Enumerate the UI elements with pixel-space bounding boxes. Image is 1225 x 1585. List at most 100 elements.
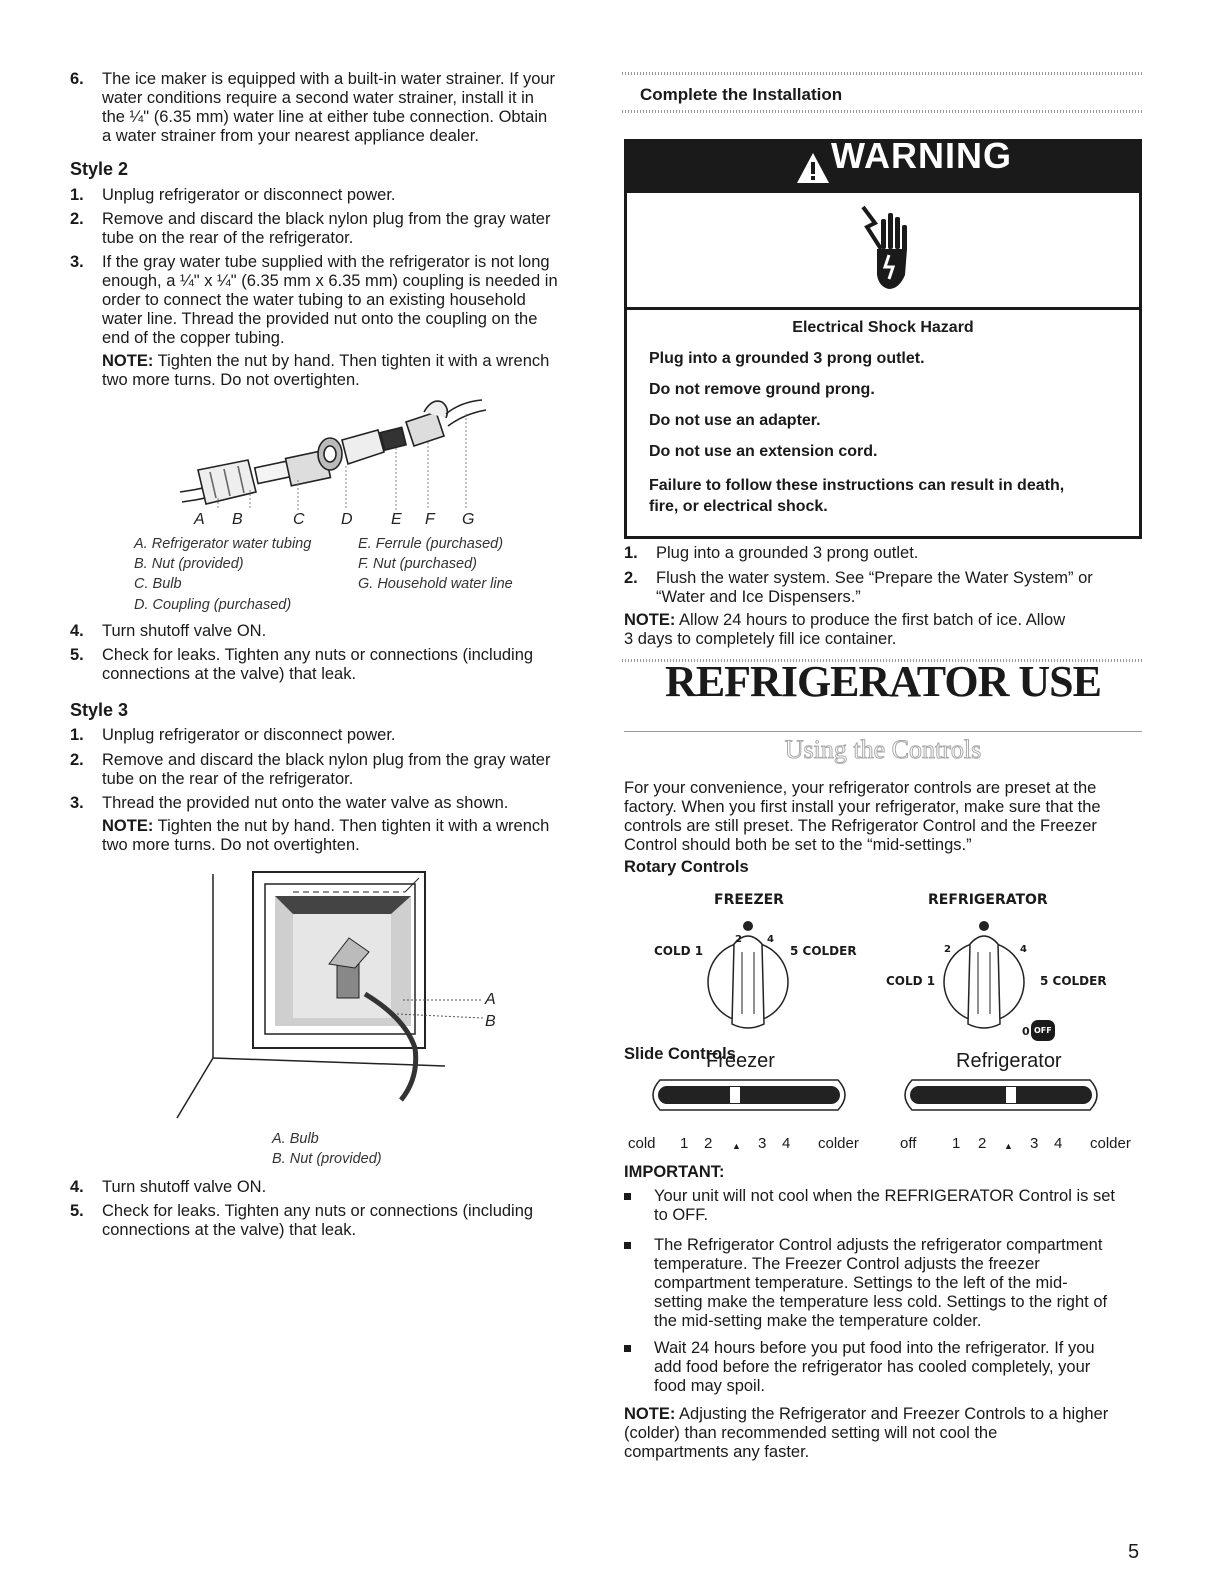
text-line: Remove and discard the black nylon plug … [102, 210, 551, 228]
text-line: Your unit will not cool when the REFRIGE… [654, 1187, 1115, 1205]
scale-label: colder [1090, 1135, 1131, 1152]
refrigerator-slider[interactable] [898, 1078, 1104, 1112]
scale-label: 2 [978, 1135, 987, 1152]
step-number: 4. [70, 622, 84, 640]
step-number: 1. [70, 726, 84, 744]
text-line: controls are still preset. The Refrigera… [624, 817, 1097, 835]
diagram-letter: F [425, 511, 435, 528]
freezer-dial-colder: 5 COLDER [790, 944, 857, 958]
water-valve-diagram [176, 871, 484, 1119]
legend-item: A. Refrigerator water tubing [134, 536, 312, 552]
text-line: If the gray water tube supplied with the… [102, 253, 550, 271]
refrigerator-slider-thumb [1006, 1087, 1016, 1103]
warning-failure: Failure to follow these instructions can… [649, 477, 1065, 494]
intro-paragraph: For your convenience, your refrigerator … [624, 779, 1154, 855]
freezer-slider[interactable] [646, 1078, 852, 1112]
freezer-dial-label: FREEZER [714, 892, 784, 908]
diagram-letter: G [462, 511, 475, 528]
text-line: food may spoil. [654, 1377, 765, 1395]
legend-item: F. Nut (purchased) [358, 556, 478, 572]
step-number: 4. [70, 1178, 84, 1196]
bullet-marker [624, 1193, 631, 1200]
legend-item: G. Household water line [358, 576, 513, 592]
using-controls-title: Using the Controls [784, 735, 982, 764]
section-heading-style3: Style 3 [70, 700, 129, 720]
electrical-shock-hand-icon [861, 205, 907, 289]
warning-triangle-icon [797, 153, 829, 183]
coupling-diagram [179, 399, 487, 510]
note-label: NOTE: [624, 611, 676, 629]
slide-controls-heading: Slide Controls [624, 1045, 736, 1063]
step-text: Plug into a grounded 3 prong outlet. [656, 544, 919, 562]
scale-label: colder [818, 1135, 859, 1152]
step-number: 5. [70, 1202, 84, 1220]
text-line: setting make the temperature less cold. … [654, 1293, 1108, 1311]
scale-label: 3 [1030, 1135, 1039, 1152]
freezer-dial-cold: COLD 1 [654, 944, 704, 958]
legend-item: D. Coupling (purchased) [134, 597, 292, 613]
warning-icon-area [627, 193, 1139, 310]
step-text: Thread the provided nut onto the water v… [102, 794, 509, 812]
scale-label: 1 [680, 1135, 689, 1152]
note-text: Allow 24 hours to produce the first batc… [675, 611, 1066, 629]
bullet-marker [624, 1345, 631, 1352]
text-line: the ¼" (6.35 mm) water line at either tu… [102, 108, 548, 126]
divider [622, 72, 1142, 75]
diagram-letter: A [194, 511, 205, 528]
refrigerator-slider-label: Refrigerator [956, 1050, 1062, 1072]
text-line: Remove and discard the black nylon plug … [102, 751, 551, 769]
note: NOTE: Tighten the nut by hand. Then tigh… [102, 352, 558, 371]
diagram-letter: C [293, 511, 305, 528]
text-line: tube on the rear of the refrigerator. [102, 229, 354, 247]
note-text: two more turns. Do not overtighten. [102, 836, 360, 854]
freezer-dial-tick: 2 [735, 934, 742, 945]
warning-failure: fire, or electrical shock. [649, 498, 828, 515]
warning-banner: WARNING [627, 138, 1139, 193]
divider [622, 659, 1142, 662]
note-text: two more turns. Do not overtighten. [102, 371, 360, 389]
legend-item: C. Bulb [134, 576, 182, 592]
scale-label: 3 [758, 1135, 767, 1152]
rotary-controls-heading: Rotary Controls [624, 858, 749, 876]
refrigerator-dial-tick: 4 [1020, 944, 1027, 955]
text-line: the mid-setting make the temperature col… [654, 1312, 982, 1330]
refrigerator-dial-knob[interactable] [934, 918, 1034, 1038]
diagram-letter: B [232, 511, 243, 528]
note: NOTE: Allow 24 hours to produce the firs… [624, 611, 1144, 649]
refrigerator-use-title: REFRIGERATOR USE [665, 657, 1102, 706]
note-label: NOTE: [102, 352, 154, 370]
step-number: 5. [70, 646, 84, 664]
page-number: 5 [1128, 1541, 1140, 1563]
refrigerator-dial-zero: 0 [1022, 1025, 1030, 1038]
step-text: Turn shutoff valve ON. [102, 622, 267, 640]
diagram-letter: A [485, 991, 496, 1008]
diagram-letter: B [485, 1013, 496, 1030]
note: NOTE: Tighten the nut by hand. Then tigh… [102, 817, 549, 836]
note-text: Tighten the nut by hand. Then tighten it… [153, 817, 550, 835]
text-line: tube on the rear of the refrigerator. [102, 770, 354, 788]
step-number: 2. [624, 569, 638, 587]
scale-marker: ▲ [732, 1141, 741, 1151]
warning-line: Do not use an extension cord. [649, 443, 878, 460]
scale-label: off [900, 1135, 917, 1152]
final-note: NOTE: Adjusting the Refrigerator and Fre… [624, 1405, 1154, 1462]
text-line: add food before the refrigerator has coo… [654, 1358, 1091, 1376]
text-line: For your convenience, your refrigerator … [624, 779, 1097, 797]
freezer-dial-tick: 4 [767, 934, 774, 945]
important-label: IMPORTANT: [624, 1163, 725, 1181]
scale-label: 4 [1054, 1135, 1063, 1152]
diagram-letter: D [341, 511, 353, 528]
step-number: 1. [624, 544, 638, 562]
text-line: enough, a ¼" x ¼" (6.35 mm x 6.35 mm) co… [102, 272, 558, 290]
freezer-dial-knob[interactable] [698, 918, 798, 1038]
text-line: water line. Thread the provided nut onto… [102, 310, 538, 328]
text-line: The Refrigerator Control adjusts the ref… [654, 1236, 1103, 1254]
step-number: 3. [70, 794, 84, 812]
freezer-slider-thumb [730, 1087, 740, 1103]
note-text: Tighten the nut by hand. Then tighten it… [153, 352, 550, 370]
scale-label: 4 [782, 1135, 791, 1152]
warning-box: WARNING Electrical Shock Hazard Plug int… [624, 138, 1142, 539]
text-line: Check for leaks. Tighten any nuts or con… [102, 1202, 534, 1220]
step-number: 2. [70, 210, 84, 228]
step-text: Turn shutoff valve ON. [102, 1178, 267, 1196]
